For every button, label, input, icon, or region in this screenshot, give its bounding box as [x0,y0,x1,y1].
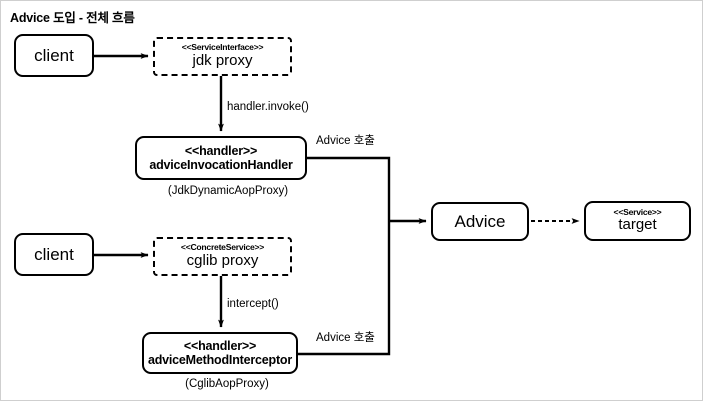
node-client-top-label: client [34,45,74,65]
edge-label-advice-call-bottom: Advice 호출 [314,329,377,345]
node-cglib-handler-label: adviceMethodInterceptor [147,353,293,367]
node-jdk-proxy-stereotype: <<ServiceInterface>> [181,42,264,53]
edge-jdk-handler-to-advice [307,156,391,221]
page-title: Advice 도입 - 전체 흐름 [10,11,135,25]
edge-label-intercept: intercept() [225,298,281,310]
node-advice-label: Advice [454,211,506,231]
node-cglib-proxy-label: cglib proxy [186,251,259,269]
node-cglib-proxy[interactable]: <<ConcreteService>> cglib proxy [153,237,292,276]
node-cglib-handler[interactable]: <<handler>> adviceMethodInterceptor [142,332,298,374]
edge-label-handler-invoke: handler.invoke() [225,101,311,113]
node-target-label: target [618,216,657,234]
node-jdk-proxy-label: jdk proxy [192,51,253,69]
node-advice[interactable]: Advice [431,202,529,241]
node-client-bottom-label: client [34,244,74,264]
node-jdk-proxy[interactable]: <<ServiceInterface>> jdk proxy [153,37,292,76]
node-cglib-handler-stereotype: <<handler>> [183,339,257,353]
node-jdk-handler-label: adviceInvocationHandler [149,158,293,172]
caption-jdk-dynamic-aop-proxy: (JdkDynamicAopProxy) [167,185,289,197]
edge-cglib-handler-to-advice [298,221,391,356]
node-client-top[interactable]: client [14,34,94,77]
caption-cglib-aop-proxy: (CglibAopProxy) [185,378,269,390]
node-jdk-handler-stereotype: <<handler>> [184,144,258,158]
node-cglib-proxy-stereotype: <<ConcreteService>> [180,242,265,253]
node-jdk-handler[interactable]: <<handler>> adviceInvocationHandler [135,136,307,180]
edge-label-advice-call-top: Advice 호출 [314,132,377,148]
node-target-stereotype: <<Service>> [613,206,662,217]
node-client-bottom[interactable]: client [14,233,94,276]
node-target[interactable]: <<Service>> target [584,201,691,241]
